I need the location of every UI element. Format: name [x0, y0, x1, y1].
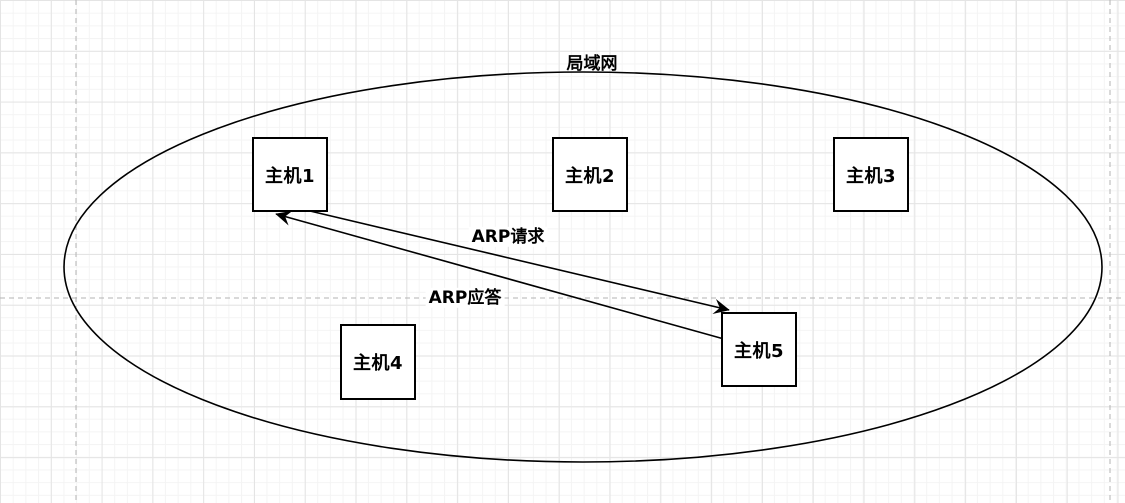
- host-node-1[interactable]: 主机1: [252, 137, 328, 212]
- host-node-3-label: 主机3: [845, 165, 897, 187]
- host-node-2[interactable]: 主机2: [552, 137, 628, 212]
- host-node-3[interactable]: 主机3: [833, 137, 909, 212]
- host-node-4-label: 主机4: [352, 353, 404, 374]
- arp-request-arrow[interactable]: [309, 210, 730, 314]
- host-node-5[interactable]: 主机5: [721, 312, 797, 387]
- arp-reply-arrow[interactable]: [275, 210, 725, 340]
- host-node-4[interactable]: 主机4: [340, 324, 416, 400]
- lan-title-label[interactable]: 局域网: [566, 53, 618, 74]
- host-node-2-label: 主机2: [564, 165, 616, 187]
- host-node-5-label: 主机5: [733, 340, 785, 362]
- host-node-1-label: 主机1: [264, 165, 316, 187]
- lan-ellipse[interactable]: [63, 71, 1103, 463]
- arp-reply-label[interactable]: ARP应答: [425, 287, 505, 309]
- arp-request-label[interactable]: ARP请求: [468, 226, 548, 248]
